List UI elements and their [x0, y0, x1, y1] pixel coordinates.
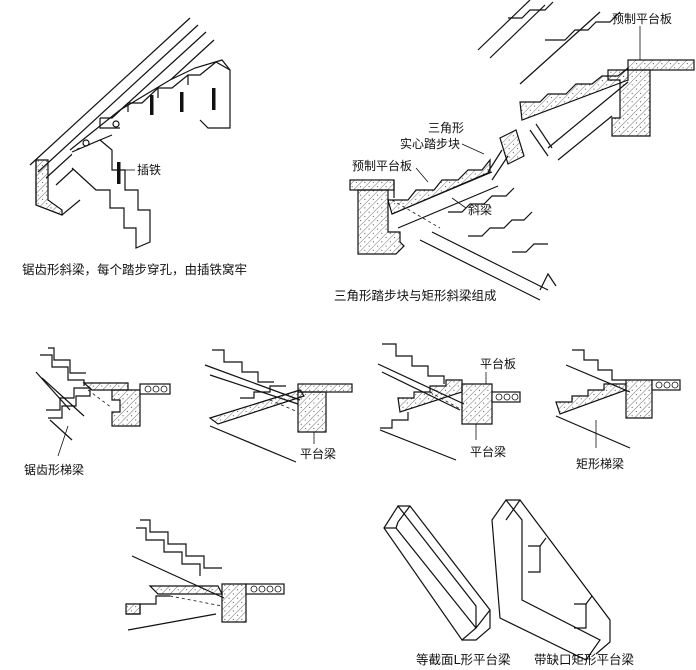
platform-beam-label-1: 平台梁 — [300, 446, 336, 461]
triangle-steps-figure: 预制平台板 三角形 实心踏步块 预制平台板 斜梁 — [334, 0, 695, 303]
rect-stair-beam-label: 矩形梯梁 — [576, 456, 624, 471]
inclined-beam-label: 斜梁 — [468, 202, 492, 217]
insert-iron-label: 插铁 — [137, 163, 161, 177]
rect-beam-section-1: 平台梁 — [204, 349, 353, 463]
platform-slab-label: 平台板 — [480, 356, 516, 371]
triangle-steps-caption: 三角形踏步块与矩形斜梁组成 — [334, 288, 497, 303]
precast-slab-left-label: 预制平台板 — [352, 158, 412, 173]
sawtooth-stair-beam-label: 锯齿形梯梁 — [24, 462, 84, 477]
l-beam-label: 等截面L形平台梁 — [416, 652, 511, 667]
triangle-block-label-2: 实心踏步块 — [400, 136, 460, 151]
bottom-stair-section — [125, 519, 285, 631]
l-shape-platform-beam: 等截面L形平台梁 — [383, 504, 511, 667]
sawtooth-beam-figure: 插铁 锯齿形斜梁，每个踏步穿孔，由插铁窝牢 — [22, 17, 247, 277]
sawtooth-stair-beam-section: 锯齿形梯梁 — [24, 347, 171, 477]
sawtooth-beam-caption: 锯齿形斜梁，每个踏步穿孔，由插铁窝牢 — [22, 262, 247, 277]
triangle-block-label-1: 三角形 — [428, 121, 464, 135]
rect-beam-section-2: 平台板 平台梁 — [377, 343, 521, 461]
rect-stair-beam-section: 矩形梯梁 — [555, 349, 681, 471]
notched-platform-beam: 带缺口矩形平台梁 — [491, 498, 635, 667]
notched-beam-label: 带缺口矩形平台梁 — [534, 652, 635, 667]
precast-slab-top-label: 预制平台板 — [612, 11, 672, 26]
platform-beam-label-2: 平台梁 — [470, 444, 506, 459]
